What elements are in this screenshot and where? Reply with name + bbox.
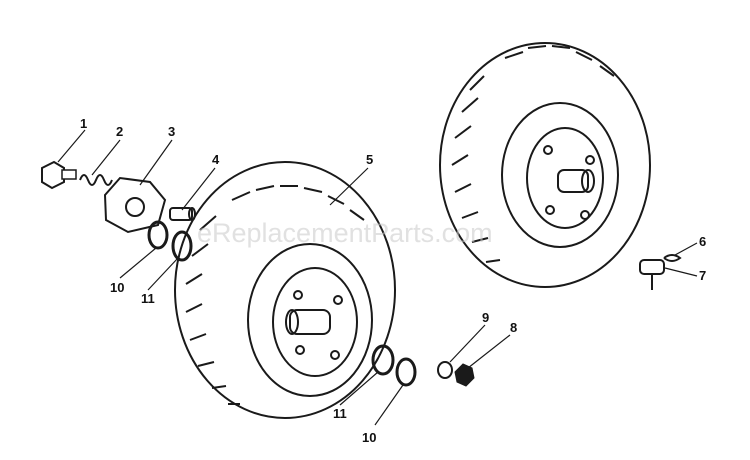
watermark-text: eReplacementParts.com: [197, 218, 493, 248]
part-7-clevis-pin: [639, 259, 665, 290]
callout-1: 1: [80, 116, 87, 131]
part-9-washer-small: [437, 361, 453, 379]
part-11-ring-right: [371, 344, 395, 376]
left-rim: [247, 243, 373, 397]
callout-10-left: 10: [110, 280, 124, 295]
part-1-bolt: [41, 160, 77, 190]
left-hub-end: [285, 309, 299, 335]
part-3-hub-adapter: [103, 176, 167, 234]
right-rim-hole: [580, 210, 590, 220]
right-rim: [501, 102, 619, 248]
callout-9: 9: [482, 310, 489, 325]
callout-4: 4: [212, 152, 220, 167]
right-wheel: [439, 42, 651, 288]
part-11-ring-left: [171, 230, 193, 262]
callout-11-right: 11: [333, 406, 347, 421]
right-rim-hole: [543, 145, 553, 155]
callout-2: 2: [116, 124, 123, 139]
part-10-washer-right: [395, 357, 417, 387]
callout-10-right: 10: [362, 430, 376, 445]
part-2-spring: [79, 174, 113, 186]
left-tire-tread-top: [231, 185, 365, 221]
right-tire-tread-top: [504, 45, 615, 77]
right-rim-hole: [585, 155, 595, 165]
leader-lines: [57, 129, 698, 426]
callout-8: 8: [510, 320, 517, 335]
callout-5: 5: [366, 152, 373, 167]
left-rim-hole: [333, 295, 343, 305]
left-tire: [174, 161, 396, 419]
part-6-cotter-pin: [663, 254, 682, 262]
left-rim-hole: [293, 290, 303, 300]
callout-6: 6: [699, 234, 706, 249]
right-rim-hole: [545, 205, 555, 215]
left-rim-hole: [330, 350, 340, 360]
right-hub-end: [581, 169, 595, 193]
part-4-pin: [169, 207, 196, 221]
part-10-washer-left: [147, 220, 169, 250]
right-tire: [439, 42, 651, 288]
left-rim-inner: [272, 267, 358, 377]
callout-11-left: 11: [141, 291, 155, 306]
left-rim-hole: [295, 345, 305, 355]
right-hub: [557, 169, 589, 193]
callout-7: 7: [699, 268, 706, 283]
left-wheel: [174, 161, 396, 419]
right-rim-inner: [526, 127, 604, 229]
part-8-nut: [454, 363, 475, 387]
callout-3: 3: [168, 124, 175, 139]
right-tire-tread: [451, 75, 501, 263]
left-hub: [289, 309, 331, 335]
left-tire-tread: [185, 215, 240, 405]
